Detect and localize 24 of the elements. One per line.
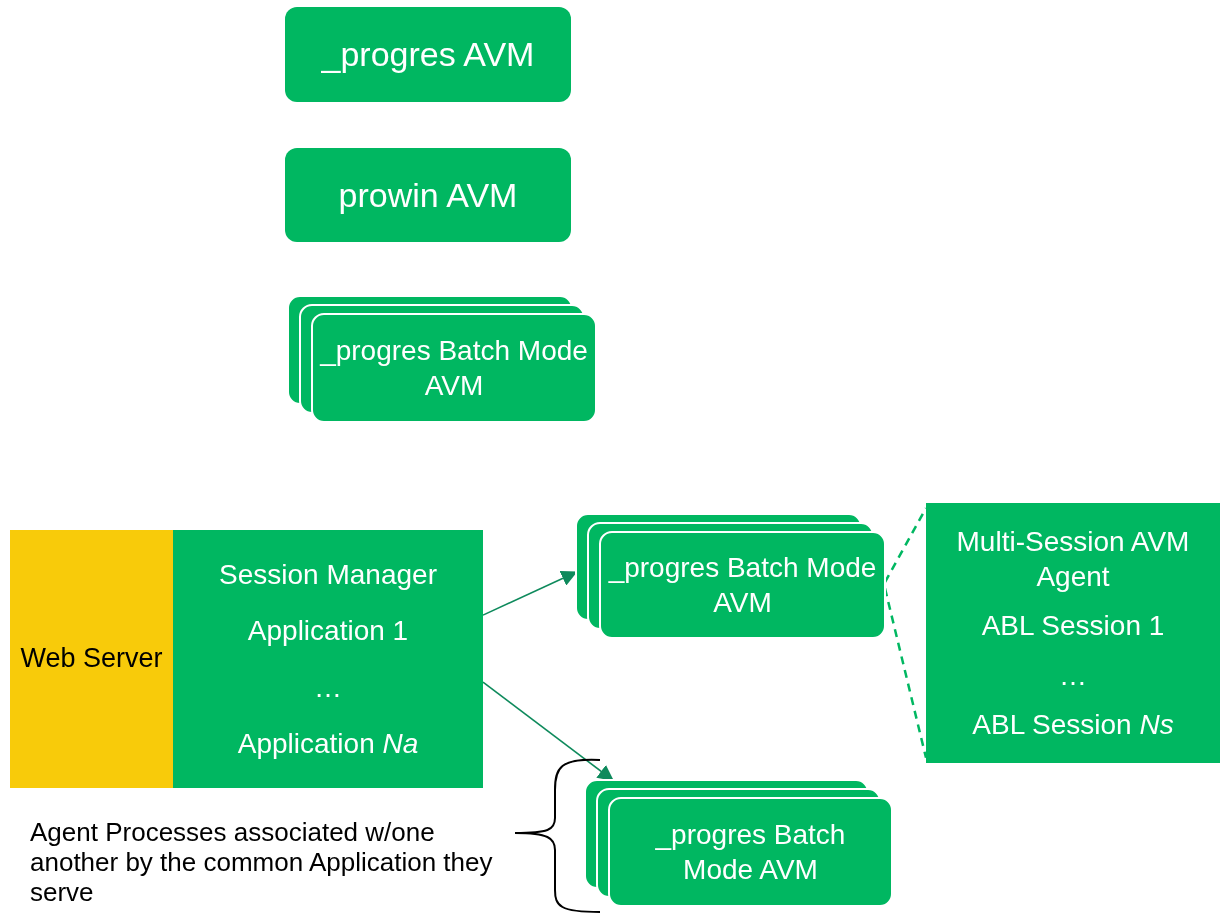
server-box <box>10 530 173 788</box>
box-label: _progres AVM <box>321 34 535 76</box>
arrow <box>482 681 614 781</box>
box-label: Application 1 <box>247 614 409 649</box>
box-label: Application Na <box>237 726 419 761</box>
box-label: … <box>314 670 342 705</box>
process-box <box>285 7 571 102</box>
box-label: ABL Session Ns <box>972 708 1174 743</box>
box-label: _progres Batch Mode AVM <box>318 334 589 403</box>
stacked-process-box <box>288 296 596 422</box>
box-label: Multi-Session AVM Agent <box>955 524 1191 594</box>
box-label: Web Server <box>19 642 164 676</box>
agent-panel <box>926 503 1220 763</box>
stacked-process-box <box>576 514 885 638</box>
box-label: … <box>1059 658 1087 693</box>
box-label: prowin AVM <box>338 174 518 216</box>
box-label: ABL Session 1 <box>981 609 1165 644</box>
stacked-process-box <box>585 780 892 906</box>
box-label: _progres Batch Mode AVM <box>654 818 847 887</box>
box-label: Session Manager <box>219 558 437 593</box>
box-label: _progres Batch Mode AVM <box>607 551 878 620</box>
note-text: Agent Processes associated w/one another by the common Application they serve <box>30 818 494 908</box>
session-manager-panel <box>173 530 483 788</box>
process-box <box>285 148 571 242</box>
